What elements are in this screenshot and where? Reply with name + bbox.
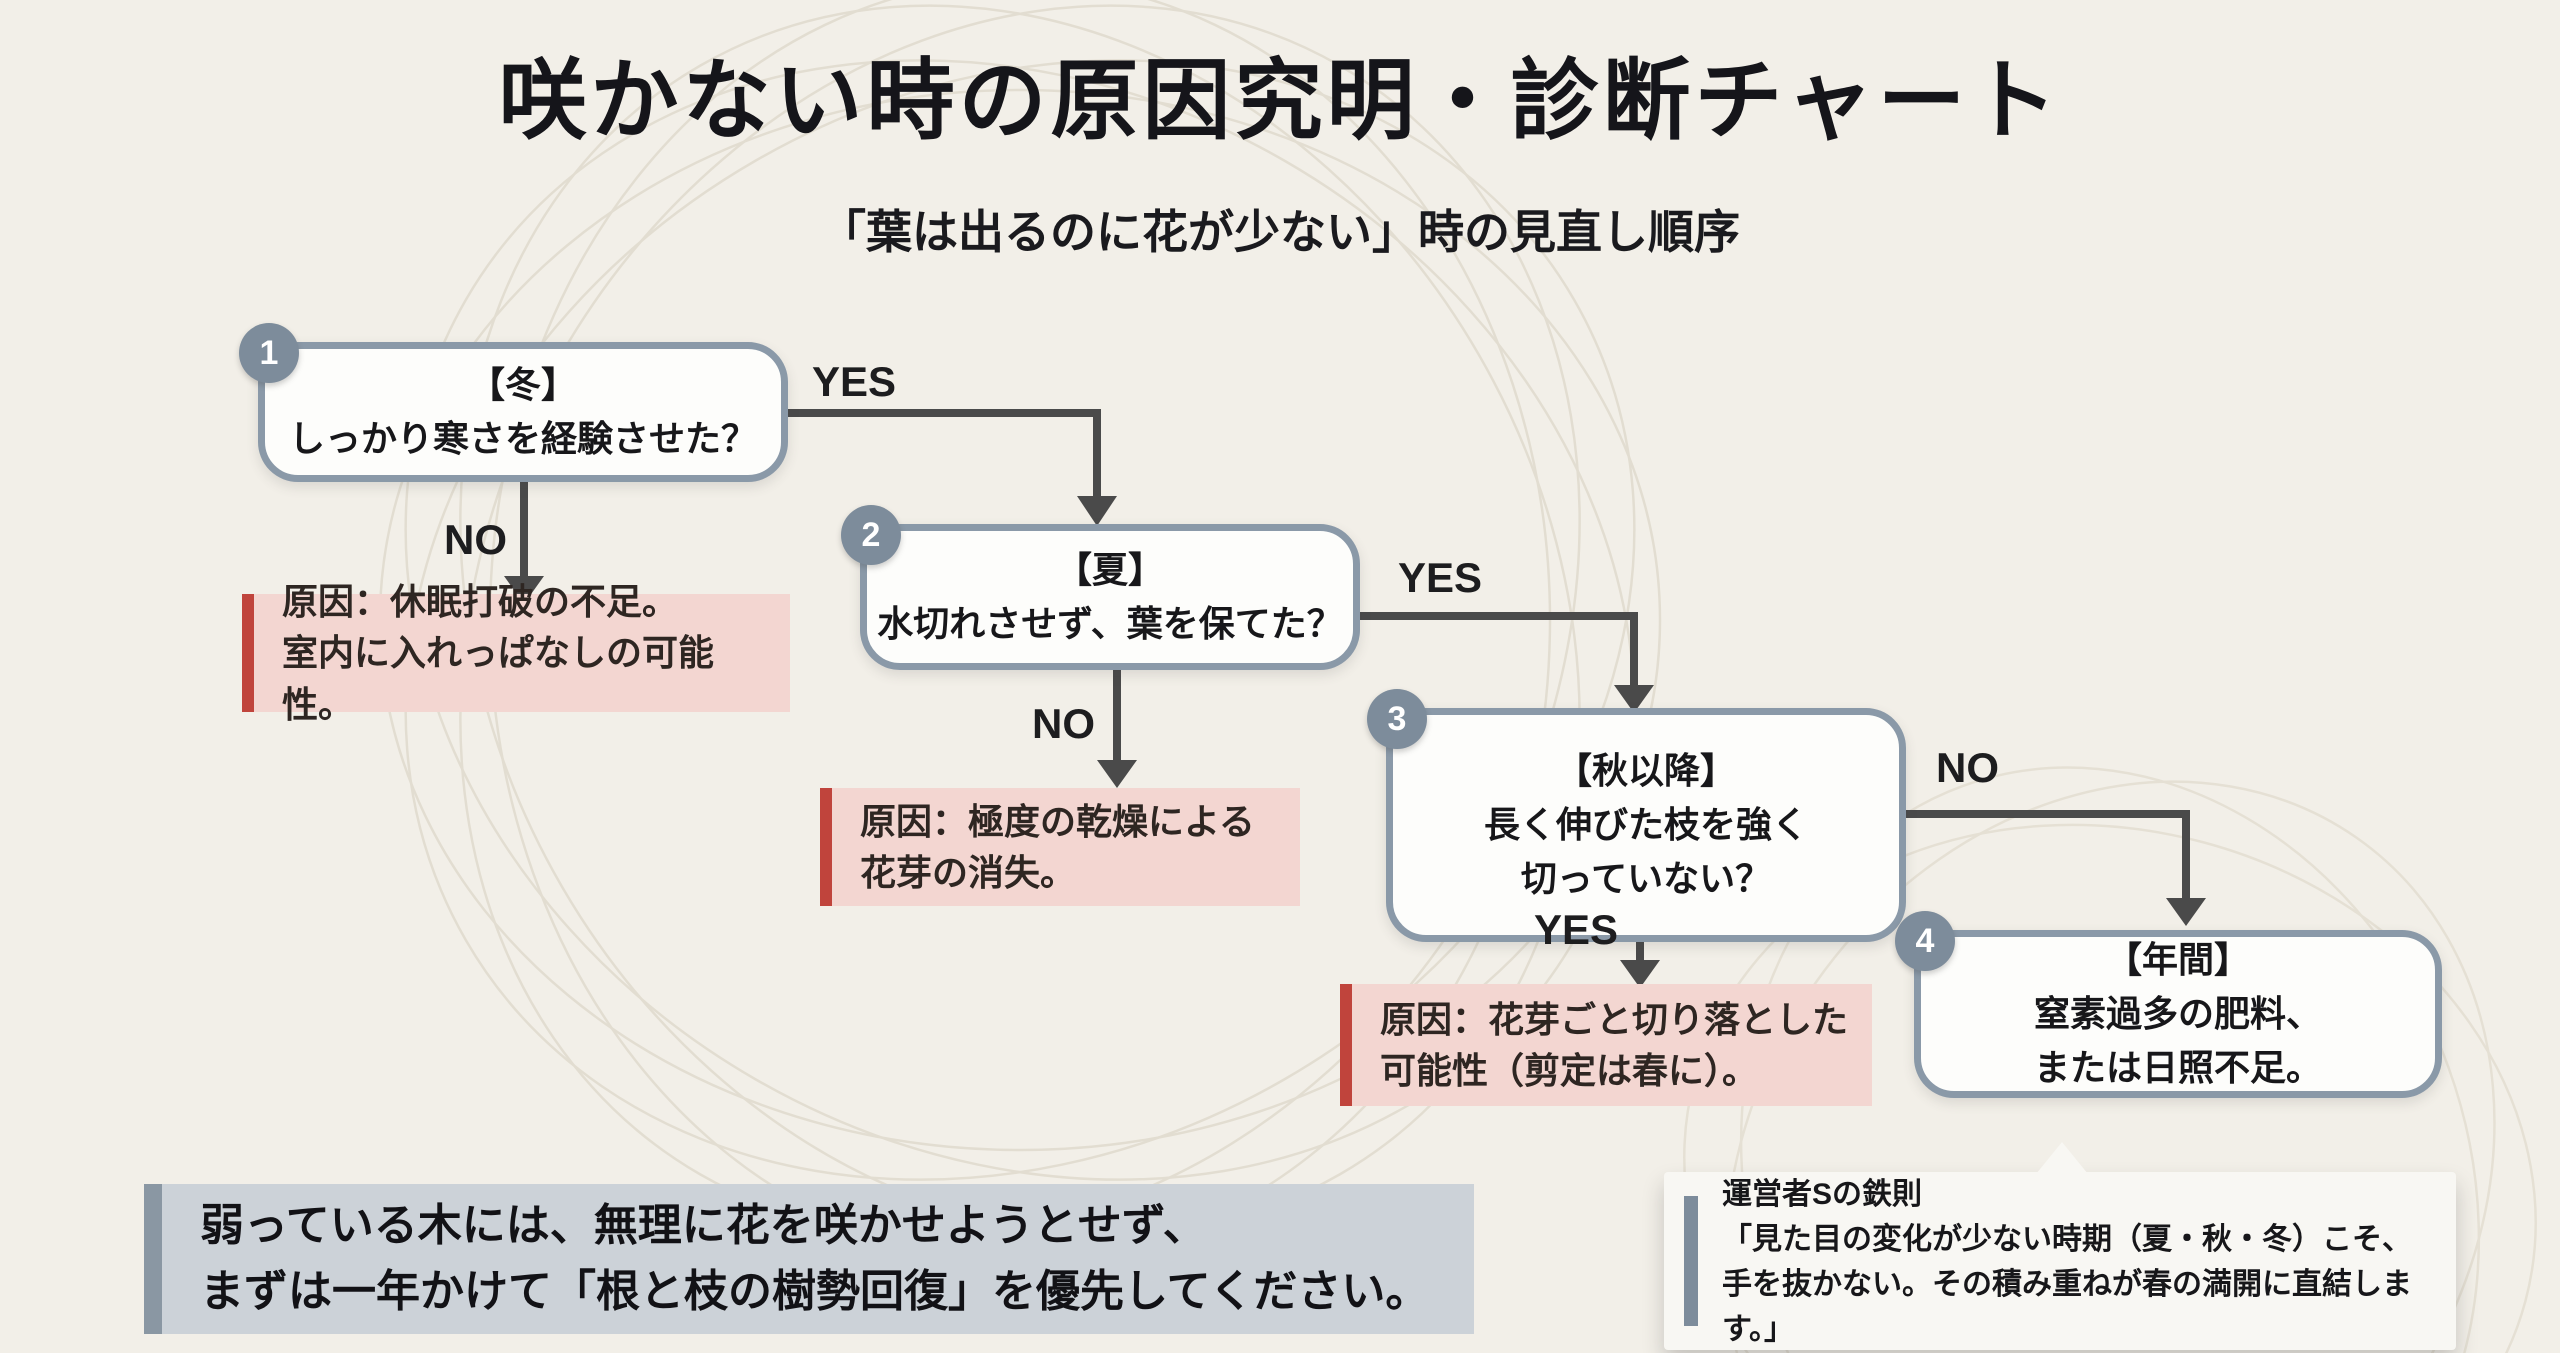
edge-no-3-line [1905,810,2190,900]
cause-box-dormancy: 原因：休眠打破の不足。 室内に入れっぱなしの可能性。 [242,581,790,725]
edge-yes-1-line [784,409,1101,498]
principle-line2: 手を抜かない。その積み重ねが春の満開に直結します。」 [1722,1268,2412,1346]
cause-3-line1: 原因：花芽ごと切り落とした [1380,998,1849,1040]
node-2-question: 水切れさせず、葉を保てた？ [877,603,1343,644]
cause-box-drought: 原因：極度の乾燥による 花芽の消失。 [820,788,1300,906]
arrowhead-down-icon [2166,898,2206,926]
step-badge-2: 2 [841,505,901,565]
node-4-text-line1: 窒素過多の肥料、 [2033,993,2322,1034]
cause-3-line2: 可能性（剪定は春に）。 [1380,1050,1759,1091]
edge-label-no-3: NO [1936,744,1999,791]
principle-line1: 「見た目の変化が少ない時期（夏・秋・冬）こそ、 [1722,1223,2412,1256]
edge-label-yes-3: YES [1534,906,1619,953]
cause-box-pruning: 原因：花芽ごと切り落とした 可能性（剪定は春に）。 [1340,984,1872,1106]
arrowhead-down-icon [504,576,544,604]
page-subtitle: 「葉は出るのに花が少ない」時の見直し順序 [820,206,1740,258]
decision-node-winter: 1 【冬】 しっかり寒さを経験させた？ [239,323,788,482]
principle-accent-bar [1684,1196,1698,1326]
arrowheads [504,496,2206,988]
node-1-question: しっかり寒さを経験させた？ [288,418,757,459]
page-title: 咲かない時の原因究明・診断チャート [498,54,2062,151]
node-1-season: 【冬】 [468,364,577,405]
edge-yes-2-line [1360,612,1638,687]
step-badge-4: 4 [1895,911,1955,971]
advice-note: 弱っている木には、無理に花を咲かせようとせず、 まずは一年かけて「根と枝の樹勢回… [144,1184,1474,1334]
arrowhead-down-icon [1097,760,1137,788]
advice-line1: 弱っている木には、無理に花を咲かせようとせず、 [200,1201,1207,1250]
result-node-yearround: 4 【年間】 窒素過多の肥料、 または日照不足。 [1895,911,2442,1098]
principle-heading: 運営者Sの鉄則 [1722,1178,1923,1211]
decision-node-summer: 2 【夏】 水切れさせず、葉を保てた？ [841,505,1360,670]
node-2-season: 【夏】 [1055,549,1164,590]
cause-2-line1: 原因：極度の乾燥による [860,800,1255,842]
edge-label-yes-1: YES [812,358,897,405]
edge-label-no-1: NO [444,516,507,563]
arrowhead-down-icon [1620,960,1660,988]
cause-2-line2: 花芽の消失。 [860,852,1077,893]
decision-node-autumn: 3 【秋以降】 長く伸びた枝を強く 切っていない？ [1367,689,1906,942]
node-3-question-line1: 長く伸びた枝を強く [1483,804,1808,845]
cause-1-line2: 室内に入れっぱなしの可能性。 [282,632,715,725]
advice-line2: まずは一年かけて「根と枝の樹勢回復」を優先してください。 [200,1267,1430,1316]
connector-lines [520,409,2190,962]
edge-label-yes-2: YES [1398,554,1483,601]
node-4-text-line2: または日照不足。 [2033,1047,2322,1088]
step-badge-3: 3 [1367,689,1427,749]
arrowhead-down-icon [1077,496,1117,526]
edge-label-no-2: NO [1032,700,1095,747]
arrowhead-down-icon [1614,685,1654,713]
node-4-season: 【年間】 [2105,939,2250,980]
cause-1-line1: 原因：休眠打破の不足。 [282,581,679,623]
step-badge-1: 1 [239,323,299,383]
node-3-question-line2: 切っていない？ [1520,858,1772,899]
principle-note: 運営者Sの鉄則 「見た目の変化が少ない時期（夏・秋・冬）こそ、 手を抜かない。そ… [1664,1142,2456,1350]
node-3-season: 【秋以降】 [1555,750,1736,791]
